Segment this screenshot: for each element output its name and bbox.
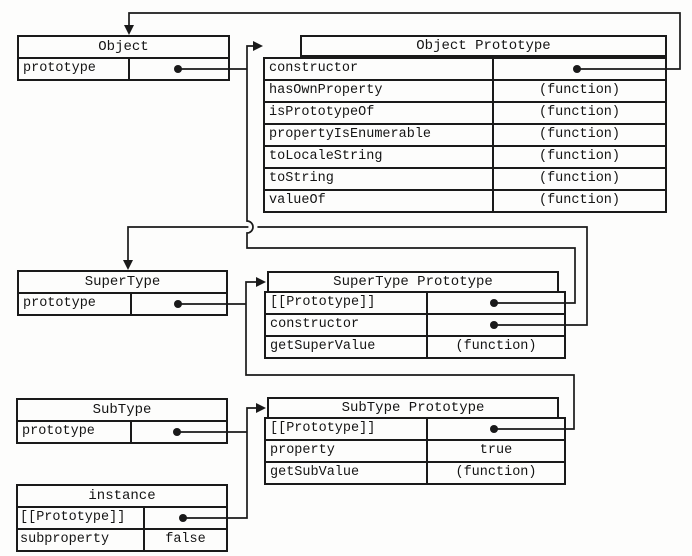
object-prototype-box: constructor hasOwnProperty (function) is… xyxy=(263,57,667,213)
table-row: subproperty false xyxy=(18,528,226,550)
row-value: (function) xyxy=(455,339,537,354)
row-label: prototype xyxy=(19,59,130,79)
table-row: hasOwnProperty (function) xyxy=(265,79,665,101)
row-value xyxy=(428,419,564,439)
table-row: isPrototypeOf (function) xyxy=(265,101,665,123)
row-label: hasOwnProperty xyxy=(265,81,494,101)
row-value: (function) xyxy=(538,127,620,142)
table-row: valueOf (function) xyxy=(265,189,665,211)
table-row: prototype xyxy=(18,422,226,442)
object-prototype-title: Object Prototype xyxy=(300,35,667,57)
arrowhead-right-icon xyxy=(256,403,266,413)
row-label: isPrototypeOf xyxy=(265,103,494,123)
supertype-box: SuperType prototype xyxy=(17,270,228,316)
table-row: getSubValue (function) xyxy=(266,461,564,483)
row-value xyxy=(494,59,665,79)
box-title: instance xyxy=(18,486,226,508)
row-value: true xyxy=(479,443,513,458)
arrowhead-right-icon xyxy=(256,277,266,287)
row-value: (function) xyxy=(538,83,620,98)
row-label: constructor xyxy=(266,315,428,335)
table-row: getSuperValue (function) xyxy=(266,335,564,357)
table-row: toString (function) xyxy=(265,167,665,189)
arrowhead-down-icon xyxy=(124,25,134,35)
arrowhead-right-icon xyxy=(253,41,263,51)
row-value xyxy=(130,59,228,79)
subtype-box: SubType prototype xyxy=(16,398,228,444)
supertype-prototype-title: SuperType Prototype xyxy=(267,271,559,293)
row-label: getSuperValue xyxy=(266,337,428,357)
row-label: toString xyxy=(265,169,494,189)
instance-box: instance [[Prototype]] subproperty false xyxy=(16,484,228,552)
supertype-prototype-box: [[Prototype]] constructor getSuperValue … xyxy=(264,291,566,359)
table-row: prototype xyxy=(19,294,226,314)
row-label: subproperty xyxy=(18,530,145,550)
row-label: [[Prototype]] xyxy=(266,293,428,313)
row-label: valueOf xyxy=(265,191,494,211)
row-value: (function) xyxy=(538,193,620,208)
row-value: (function) xyxy=(538,149,620,164)
table-row: [[Prototype]] xyxy=(266,293,564,313)
row-label: prototype xyxy=(18,422,132,442)
row-label: property xyxy=(266,441,428,461)
row-value: (function) xyxy=(538,105,620,120)
row-label: getSubValue xyxy=(266,463,428,483)
row-value: (function) xyxy=(538,171,620,186)
table-row: constructor xyxy=(265,59,665,79)
table-row: [[Prototype]] xyxy=(18,508,226,528)
row-label: propertyIsEnumerable xyxy=(265,125,494,145)
table-row: propertyIsEnumerable (function) xyxy=(265,123,665,145)
object-box: Object prototype xyxy=(17,35,230,81)
table-row: property true xyxy=(266,439,564,461)
subtype-prototype-title: SubType Prototype xyxy=(267,397,559,419)
row-value: (function) xyxy=(455,465,537,480)
table-row: prototype xyxy=(19,59,228,79)
box-title: Object xyxy=(19,37,228,59)
box-title: SubType xyxy=(18,400,226,422)
row-label: [[Prototype]] xyxy=(266,419,428,439)
table-row: constructor xyxy=(266,313,564,335)
row-value xyxy=(132,294,226,314)
row-label: constructor xyxy=(265,59,494,79)
table-row: toLocaleString (function) xyxy=(265,145,665,167)
table-row: [[Prototype]] xyxy=(266,419,564,439)
arrowhead-down-icon xyxy=(123,260,133,270)
wire-hop-casing xyxy=(242,216,258,238)
row-label: [[Prototype]] xyxy=(18,508,145,528)
subtype-prototype-box: [[Prototype]] property true getSubValue … xyxy=(264,417,566,485)
row-value xyxy=(428,293,564,313)
row-value xyxy=(428,315,564,335)
row-label: prototype xyxy=(19,294,132,314)
row-value xyxy=(132,422,226,442)
box-title: SuperType xyxy=(19,272,226,294)
row-label: toLocaleString xyxy=(265,147,494,167)
row-value: false xyxy=(165,532,206,547)
row-value xyxy=(145,508,226,528)
